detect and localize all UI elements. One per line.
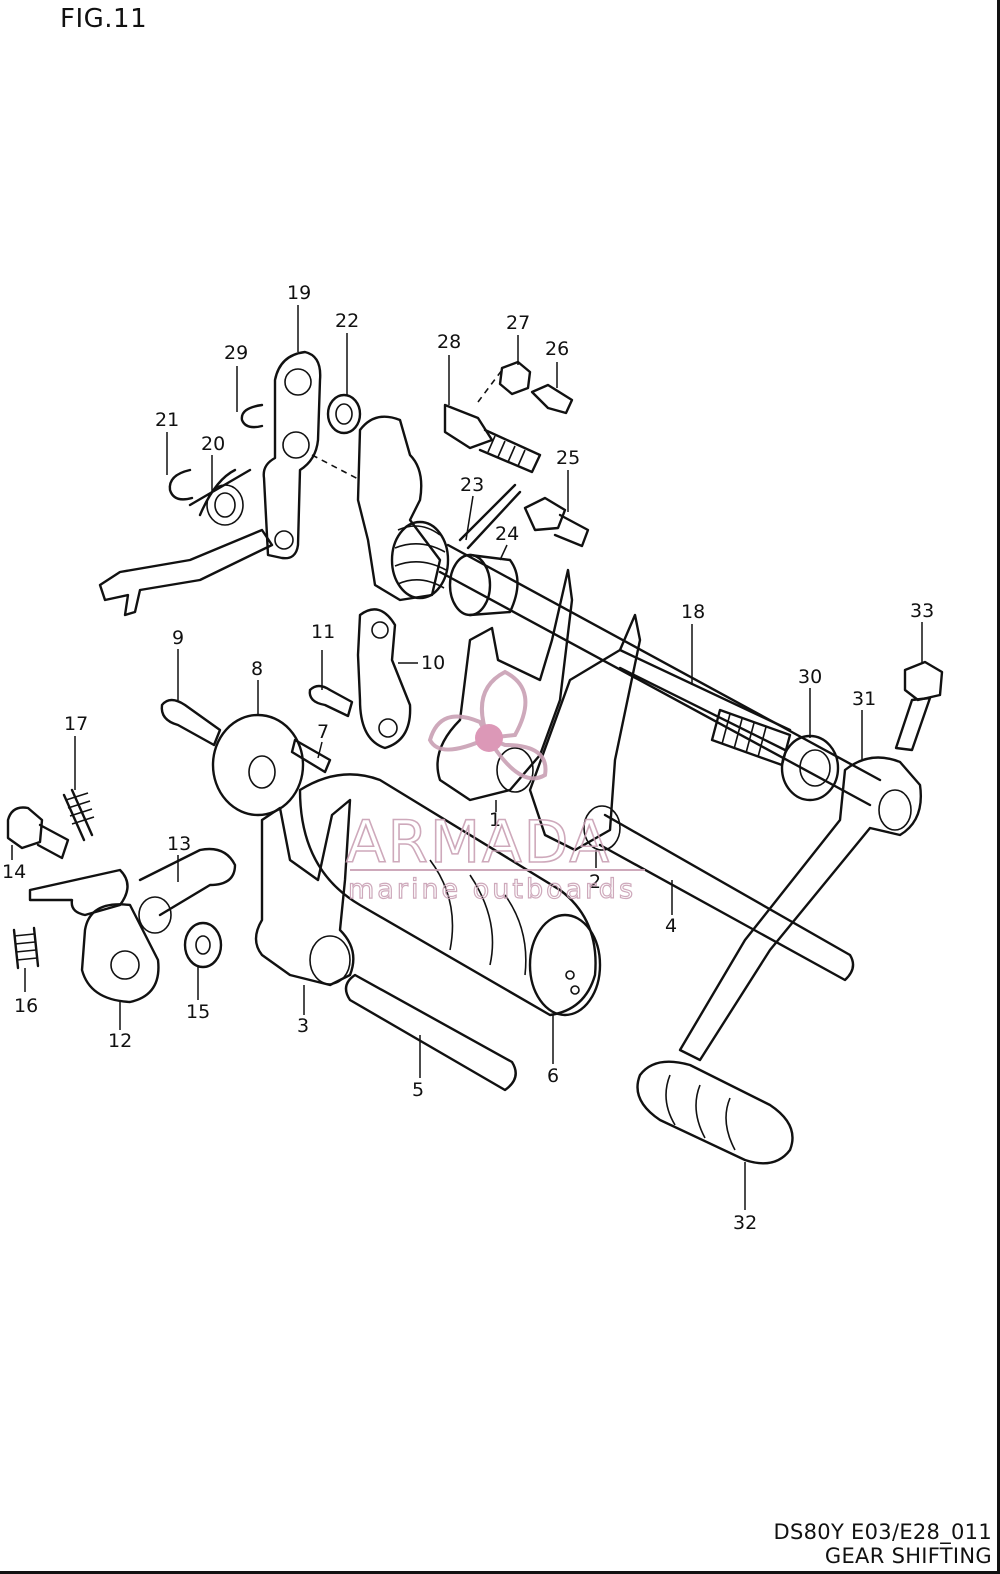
border-bottom: [0, 1571, 1000, 1574]
shift-fork-1: [436, 568, 574, 802]
washer-8: [211, 713, 305, 817]
bolt-28: [443, 403, 542, 474]
callout-labels: 1 2 3 4 5 6 7 8 9 10 11 12 13 14 15 16 1…: [2, 282, 934, 1234]
callout-16: 16: [14, 995, 38, 1017]
callout-30: 30: [798, 666, 822, 688]
figure-label: FIG.11: [60, 4, 148, 34]
watermark-brand: ARMADA: [346, 808, 611, 876]
callout-14: 14: [2, 861, 26, 883]
spring-17: [62, 788, 95, 842]
bolt-33: [894, 660, 944, 752]
callout-15: 15: [186, 1001, 210, 1023]
callout-6: 6: [547, 1065, 559, 1087]
callout-26: 26: [545, 338, 569, 360]
screw-11: [308, 684, 354, 718]
callout-10: 10: [421, 652, 445, 674]
armada-watermark: ARMADA marine outboards: [345, 669, 645, 906]
callout-1: 1: [489, 809, 501, 831]
oil-seal-30: [780, 734, 840, 802]
callout-23: 23: [460, 474, 484, 496]
callout-2: 2: [589, 871, 601, 893]
gear-shift-lever-31: [678, 756, 922, 1062]
gearshift-cam-6: [298, 773, 602, 1017]
stud-bolt-25: [523, 496, 590, 548]
washer-22: [326, 393, 362, 435]
bushing-24: [448, 553, 519, 617]
diagram-caption: GEAR SHIFTING: [824, 1544, 992, 1568]
bolt-26: [530, 383, 574, 415]
diagram-code: DS80Y E03/E28_011: [773, 1520, 992, 1544]
callout-3: 3: [297, 1015, 309, 1037]
callout-9: 9: [172, 627, 184, 649]
callout-18: 18: [681, 601, 705, 623]
callout-8: 8: [251, 658, 263, 680]
callout-28: 28: [437, 331, 461, 353]
callout-11: 11: [311, 621, 335, 643]
callout-24: 24: [495, 523, 519, 545]
fork-shaft-4: [598, 813, 855, 982]
callout-13: 13: [167, 833, 191, 855]
propeller-logo-icon: [427, 669, 548, 781]
shift-arm-link-20: [98, 468, 274, 617]
watermark-tagline: marine outboards: [348, 874, 636, 905]
callout-17: 17: [64, 713, 88, 735]
shift-fork-2: [528, 613, 642, 852]
border-right: [997, 0, 1000, 1574]
callout-32: 32: [733, 1212, 757, 1234]
callout-19: 19: [287, 282, 311, 304]
callout-5: 5: [412, 1079, 424, 1101]
callout-27: 27: [506, 312, 530, 334]
spring-16: [12, 926, 40, 970]
leader-lines: [11, 305, 923, 1210]
callout-31: 31: [852, 688, 876, 710]
callout-21: 21: [155, 409, 179, 431]
callout-25: 25: [556, 447, 580, 469]
callout-33: 33: [910, 600, 934, 622]
callout-12: 12: [108, 1030, 132, 1052]
stopper-plate-10: [356, 608, 412, 750]
callout-20: 20: [201, 433, 225, 455]
callout-7: 7: [317, 721, 329, 743]
shift-fork-3: [254, 798, 355, 987]
washer-15: [183, 921, 223, 969]
bolt-14: [6, 806, 70, 860]
lever-rubber-32: [636, 1060, 794, 1165]
circlip-21: [168, 468, 194, 501]
stopper-arm-13: [28, 847, 237, 934]
screw-9: [160, 698, 222, 747]
callout-4: 4: [665, 915, 677, 937]
spring-23: [458, 483, 522, 550]
stopper-plate-12: [80, 903, 160, 1004]
pin-7: [290, 738, 332, 774]
callout-22: 22: [335, 310, 359, 332]
nut-27: [498, 360, 532, 396]
fork-shaft-5: [344, 973, 517, 1092]
circlip-29: [240, 403, 264, 429]
shift-lever-plate-19: [262, 350, 322, 560]
callout-29: 29: [224, 342, 248, 364]
diagram-footer: DS80Y E03/E28_011 GEAR SHIFTING: [774, 1520, 992, 1568]
